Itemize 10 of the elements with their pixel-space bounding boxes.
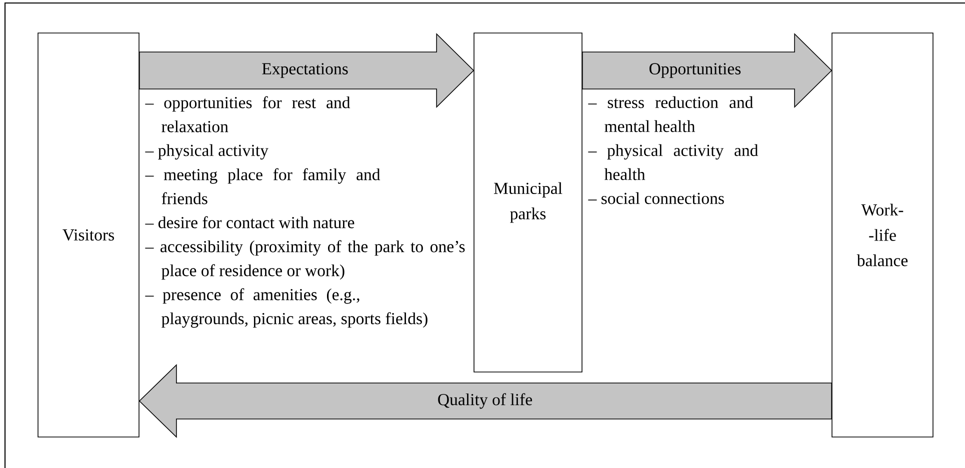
box: Work- -life balance bbox=[832, 32, 934, 438]
box: Municipal parks bbox=[474, 32, 582, 372]
block-arrow bbox=[138, 364, 832, 438]
edge-label: Expectations bbox=[260, 62, 350, 80]
list-item: – accessibility (proximity of the park to one’s place of residence or work) bbox=[145, 240, 465, 280]
list-item: – presence of amenities (e.g., playgrounds, picnic areas, sports fields) bbox=[145, 288, 428, 328]
box: Visitors bbox=[38, 32, 140, 438]
edge-label: Quality of life bbox=[436, 392, 534, 410]
block-arrow bbox=[139, 33, 474, 108]
edge-label: Opportunities bbox=[647, 62, 743, 80]
